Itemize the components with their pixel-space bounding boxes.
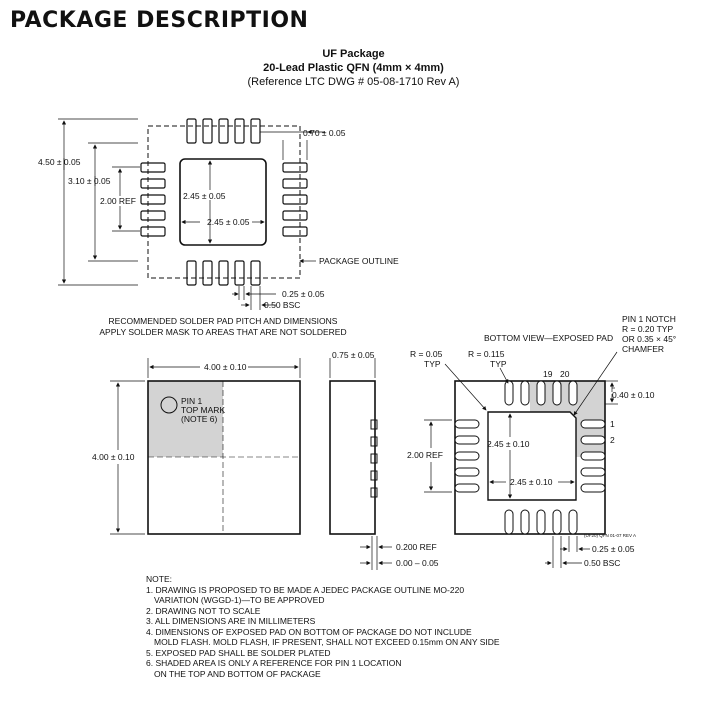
bottom-dim-040: 0.40 ± 0.10 [612,390,655,400]
top-view-solder-pad [140,118,308,286]
package-description: 20-Lead Plastic QFN (4mm × 4mm) [263,62,444,74]
bottom-dim-245h: 2.45 ± 0.10 [510,477,553,487]
r0115-label: R = 0.115 [468,349,505,359]
package-outline-dashed [147,125,301,279]
bottom-dim-050: 0.50 BSC [584,558,620,568]
bottom-dim-200: 2.00 REF [407,450,443,460]
note-line: ON THE TOP AND BOTTOM OF PACKAGE [154,668,321,679]
top-dim-450: 4.50 ± 0.05 [38,157,81,167]
top-dim-050: 0.50 BSC [264,300,300,310]
notch-label-3: OR 0.35 × 45° [622,334,676,344]
pin-20-label: 20 [560,369,570,379]
top-dim-200: 2.00 REF [100,196,136,206]
top-dim-025: 0.25 ± 0.05 [282,289,325,299]
r005-label: R = 0.05 [410,349,443,359]
notch-label-4: CHAMFER [622,344,664,354]
exposed-pad-land [179,158,267,246]
bottom-view [454,380,606,535]
pin-2-label: 2 [610,435,615,445]
package-reference: (Reference LTC DWG # 05-08-1710 Rev A) [247,76,460,88]
top-dim-070: 0.70 ± 0.05 [303,128,346,138]
pin-19-label: 19 [543,369,553,379]
top-dim-310: 3.10 ± 0.05 [68,176,111,186]
note-line: 5. EXPOSED PAD SHALL BE SOLDER PLATED [146,647,331,658]
pin1-label-1: PIN 1 [181,396,203,406]
top-view-package [147,380,301,535]
package-name: UF Package [322,48,385,60]
note-line: VARIATION (WGGD-1)—TO BE APPROVED [154,595,325,605]
side-dim-000: 0.00 – 0.05 [396,558,439,568]
package-outline-label: PACKAGE OUTLINE [319,256,399,266]
solder-caption-1: RECOMMENDED SOLDER PAD PITCH AND DIMENSI… [109,316,338,326]
side-dim-075: 0.75 ± 0.05 [332,350,375,360]
pin-1-label: 1 [610,419,615,429]
solder-caption-2: APPLY SOLDER MASK TO AREAS THAT ARE NOT … [99,327,346,337]
front-dim-400h: 4.00 ± 0.10 [204,362,247,372]
note-line: 3. ALL DIMENSIONS ARE IN MILLIMETERS [146,616,316,626]
drawing-id: (UF20) QFN 01-07 REV A [584,533,636,538]
note-line: 2. DRAWING NOT TO SCALE [146,605,261,616]
pin1-label-2: TOP MARK [181,405,225,415]
side-view [329,380,378,535]
pin1-mark-icon [160,396,178,414]
note-line: 1. DRAWING IS PROPOSED TO BE MADE A JEDE… [146,584,465,595]
note-line: NOTE: [146,574,172,584]
bottom-dim-025: 0.25 ± 0.05 [592,544,635,554]
notch-label-2: R = 0.20 TYP [622,324,673,334]
notes-block: NOTE: 1. DRAWING IS PROPOSED TO BE MADE … [146,574,500,679]
note-line: MOLD FLASH. MOLD FLASH, IF PRESENT, SHAL… [154,637,500,647]
bottom-dim-245v: 2.45 ± 0.10 [487,439,530,449]
bottom-view-title: BOTTOM VIEW—EXPOSED PAD [484,333,613,343]
page-header: PACKAGE DESCRIPTION [10,8,309,33]
notch-label-1: PIN 1 NOTCH [622,314,676,324]
top-dim-245v: 2.45 ± 0.05 [183,191,226,201]
pin1-label-3: (NOTE 6) [181,414,218,424]
side-dim-0200: 0.200 REF [396,542,437,552]
note-line: 4. DIMENSIONS OF EXPOSED PAD ON BOTTOM O… [146,626,472,637]
front-dim-400v: 4.00 ± 0.10 [92,452,135,462]
top-dim-245h: 2.45 ± 0.05 [207,217,250,227]
r005-typ: TYP [424,359,441,369]
note-line: 6. SHADED AREA IS ONLY A REFERENCE FOR P… [146,658,402,668]
r0115-typ: TYP [490,359,507,369]
